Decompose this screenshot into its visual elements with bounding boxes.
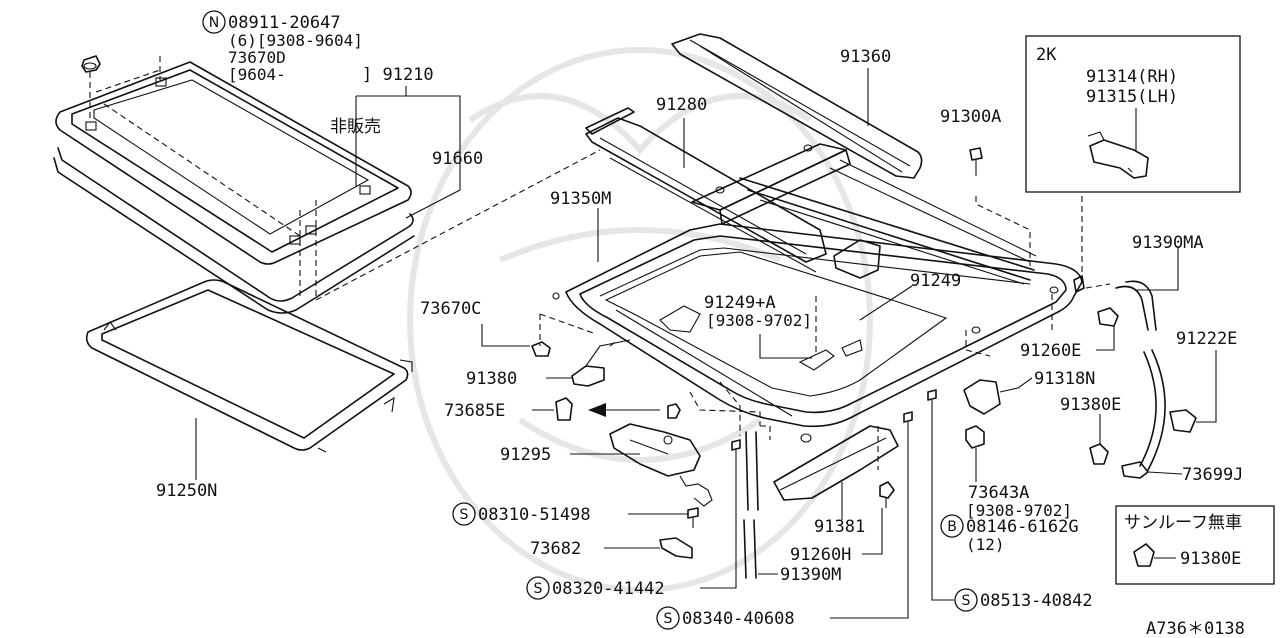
label-91295: 91295: [500, 445, 551, 465]
marker-s-08320: S: [526, 576, 550, 600]
wind-deflector-part: [671, 33, 923, 179]
label-91210: ] 91210: [362, 65, 434, 85]
label-08911: 08911-20647: [228, 13, 341, 33]
label-73670D: 73670D: [228, 48, 286, 67]
bolt-91300A: [969, 147, 983, 176]
label-91222E: 91222E: [1176, 329, 1237, 349]
clip-91260H: [879, 481, 895, 508]
label-08340: 08340-40608: [682, 609, 795, 629]
screw-08513: [927, 389, 937, 412]
sunshade-part: [85, 279, 413, 453]
label-91260E: 91260E: [1020, 341, 1081, 361]
label-08911-qty: (6)[9308-9604]: [228, 31, 363, 50]
label-9604: [9604-: [228, 65, 286, 84]
label-91250N: 91250N: [156, 481, 217, 501]
label-91390MA: 91390MA: [1132, 233, 1204, 253]
svg-text:S: S: [962, 593, 971, 609]
label-91314: 91314(RH): [1086, 67, 1178, 87]
label-91249: 91249: [910, 271, 961, 291]
motor-91295: [609, 423, 713, 507]
label-08513: 08513-40842: [980, 591, 1093, 611]
label-91660: 91660: [432, 149, 483, 169]
label-91380E: 91380E: [1060, 395, 1121, 415]
label-91350M: 91350M: [550, 189, 611, 209]
footer-code: A736＊0138: [1146, 619, 1245, 638]
label-73685E: 73685E: [444, 401, 505, 421]
bolt-73643A: [965, 425, 985, 449]
clip-73670C: [531, 341, 551, 357]
block-73685E: [555, 397, 573, 421]
label-9308-9702-b: [9308-9702]: [966, 501, 1072, 520]
svg-text:S: S: [534, 581, 543, 597]
screw-08340: [903, 411, 913, 436]
variant-2k-box: [1025, 35, 1241, 193]
label-08320: 08320-41442: [552, 579, 665, 599]
marker-s-08340: S: [656, 606, 680, 630]
label-91260H: 91260H: [790, 545, 851, 565]
screw-08310: [687, 507, 699, 528]
glass-panel-dash-lines: [89, 56, 601, 301]
bracket-91381: [773, 425, 899, 501]
label-91380E-box: 91380E: [1180, 549, 1241, 569]
drain-hose-front-part: [1115, 280, 1166, 471]
label-sunroof-none: サンルーフ無車: [1124, 513, 1242, 533]
label-91315: 91315(LH): [1086, 87, 1178, 107]
label-91381: 91381: [814, 517, 865, 537]
marker-s-08310: S: [452, 502, 476, 526]
bracket-91318N: [963, 379, 1001, 415]
label-91300A: 91300A: [940, 107, 1001, 127]
label-91249A: 91249+A: [704, 293, 776, 313]
label-08310: 08310-51498: [478, 505, 591, 525]
label-hihanbai: 非販売: [330, 117, 381, 137]
clip-91380E: [1089, 443, 1109, 465]
sunroof-frame-part: [552, 107, 1085, 443]
arrow-73685E: [588, 403, 681, 419]
bracket-91380: [571, 339, 631, 387]
label-73670C: 73670C: [420, 299, 481, 319]
label-91318N: 91318N: [1034, 369, 1095, 389]
bracket-73682: [659, 537, 693, 559]
svg-text:S: S: [460, 507, 469, 523]
screw-08320: [731, 439, 741, 464]
label-08146-qty: (12): [966, 535, 1005, 554]
marker-s-08513: S: [954, 588, 978, 612]
svg-text:B: B: [947, 519, 957, 535]
marker-n: N: [202, 10, 226, 34]
label-9308-9702-a: [9308-9702]: [706, 311, 812, 330]
label-91360: 91360: [840, 47, 891, 67]
drain-hose-rear-part: [743, 431, 759, 579]
glass-panel-part: [53, 55, 415, 314]
clip-91222E: [1169, 409, 1197, 433]
label-08146: 08146-6162G: [966, 517, 1079, 537]
label-73699J: 73699J: [1182, 465, 1243, 485]
marker-b-08146: B: [940, 514, 964, 538]
leader-lines: [195, 68, 1217, 619]
clip-73699J: [1121, 461, 1149, 479]
svg-text:N: N: [209, 15, 219, 31]
label-91280: 91280: [656, 95, 707, 115]
label-2k: 2K: [1036, 45, 1057, 65]
svg-text:S: S: [664, 611, 673, 627]
label-91390M: 91390M: [780, 565, 841, 585]
label-91380: 91380: [466, 369, 517, 389]
clip-91260E: [1097, 307, 1119, 327]
label-73643A: 73643A: [968, 483, 1029, 503]
watermark-emblem: [407, 47, 873, 593]
label-73682: 73682: [530, 539, 581, 559]
no-sunroof-box: [1115, 505, 1275, 585]
